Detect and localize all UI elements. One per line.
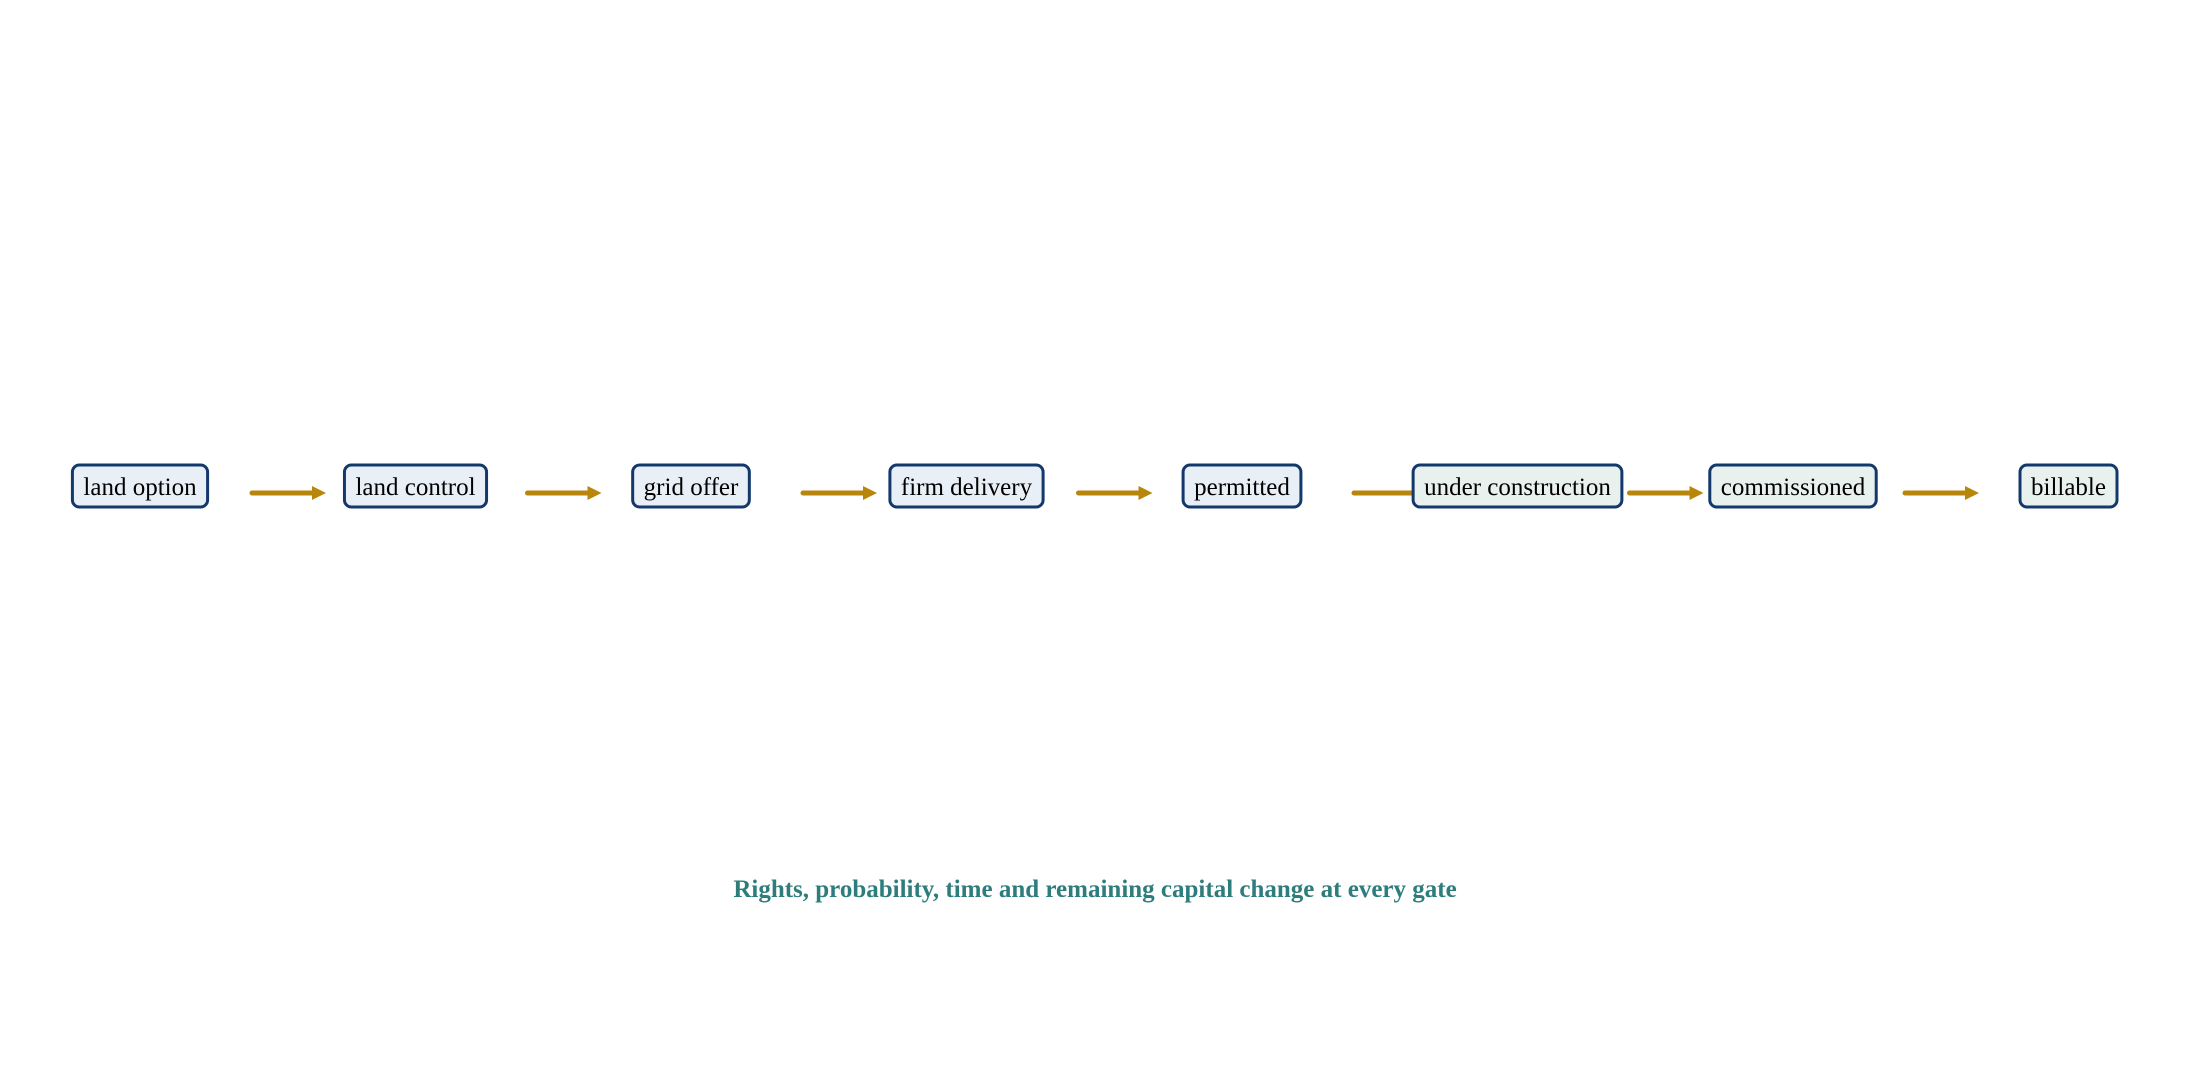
stage-node-grid-offer: grid offer bbox=[631, 463, 751, 509]
arrow-head bbox=[587, 486, 602, 500]
stage-node-billable: billable bbox=[2018, 463, 2119, 509]
stage-node-firm-delivery: firm delivery bbox=[888, 463, 1045, 509]
stage-node-land-control: land control bbox=[342, 463, 489, 509]
stage-node-commissioned: commissioned bbox=[1708, 463, 1878, 509]
stage-box-under-construction bbox=[1411, 463, 1624, 509]
arrow-head bbox=[1965, 486, 1979, 500]
stage-label-grid-offer: grid offer bbox=[644, 474, 739, 501]
stage-node-permitted: permitted bbox=[1181, 463, 1303, 509]
stage-label-commissioned: commissioned bbox=[1721, 474, 1866, 501]
stage-label-permitted: permitted bbox=[1194, 474, 1290, 501]
arrow-head bbox=[863, 486, 877, 500]
stage-box-commissioned bbox=[1708, 463, 1878, 509]
diagram-caption: Rights, probability, time and remaining … bbox=[733, 876, 1457, 903]
flow-arrow-under-construction-to-commissioned bbox=[1627, 486, 1704, 500]
stage-box-permitted bbox=[1181, 463, 1303, 509]
flow-arrow-firm-delivery-to-permitted bbox=[1076, 486, 1153, 500]
stage-label-under-construction: under construction bbox=[1424, 474, 1611, 501]
arrow-head bbox=[1138, 486, 1153, 500]
stage-box-land-option bbox=[70, 463, 210, 509]
stage-label-firm-delivery: firm delivery bbox=[901, 474, 1033, 501]
flow-arrow-land-control-to-grid-offer bbox=[525, 486, 602, 500]
flow-arrow-land-option-to-land-control bbox=[249, 486, 326, 500]
stage-label-land-option: land option bbox=[83, 474, 197, 501]
stage-box-land-control bbox=[342, 463, 489, 509]
stage-label-billable: billable bbox=[2031, 474, 2106, 501]
stage-box-firm-delivery bbox=[888, 463, 1045, 509]
stage-box-billable bbox=[2018, 463, 2119, 509]
flow-arrow-commissioned-to-billable bbox=[1902, 486, 1979, 500]
stage-node-land-option: land option bbox=[70, 463, 210, 509]
arrow-head bbox=[1689, 486, 1704, 500]
flow-arrow-grid-offer-to-firm-delivery bbox=[800, 486, 877, 500]
stage-node-under-construction: under construction bbox=[1411, 463, 1624, 509]
arrow-head bbox=[312, 486, 326, 500]
stage-label-land-control: land control bbox=[355, 474, 475, 501]
stage-box-grid-offer bbox=[631, 463, 751, 509]
